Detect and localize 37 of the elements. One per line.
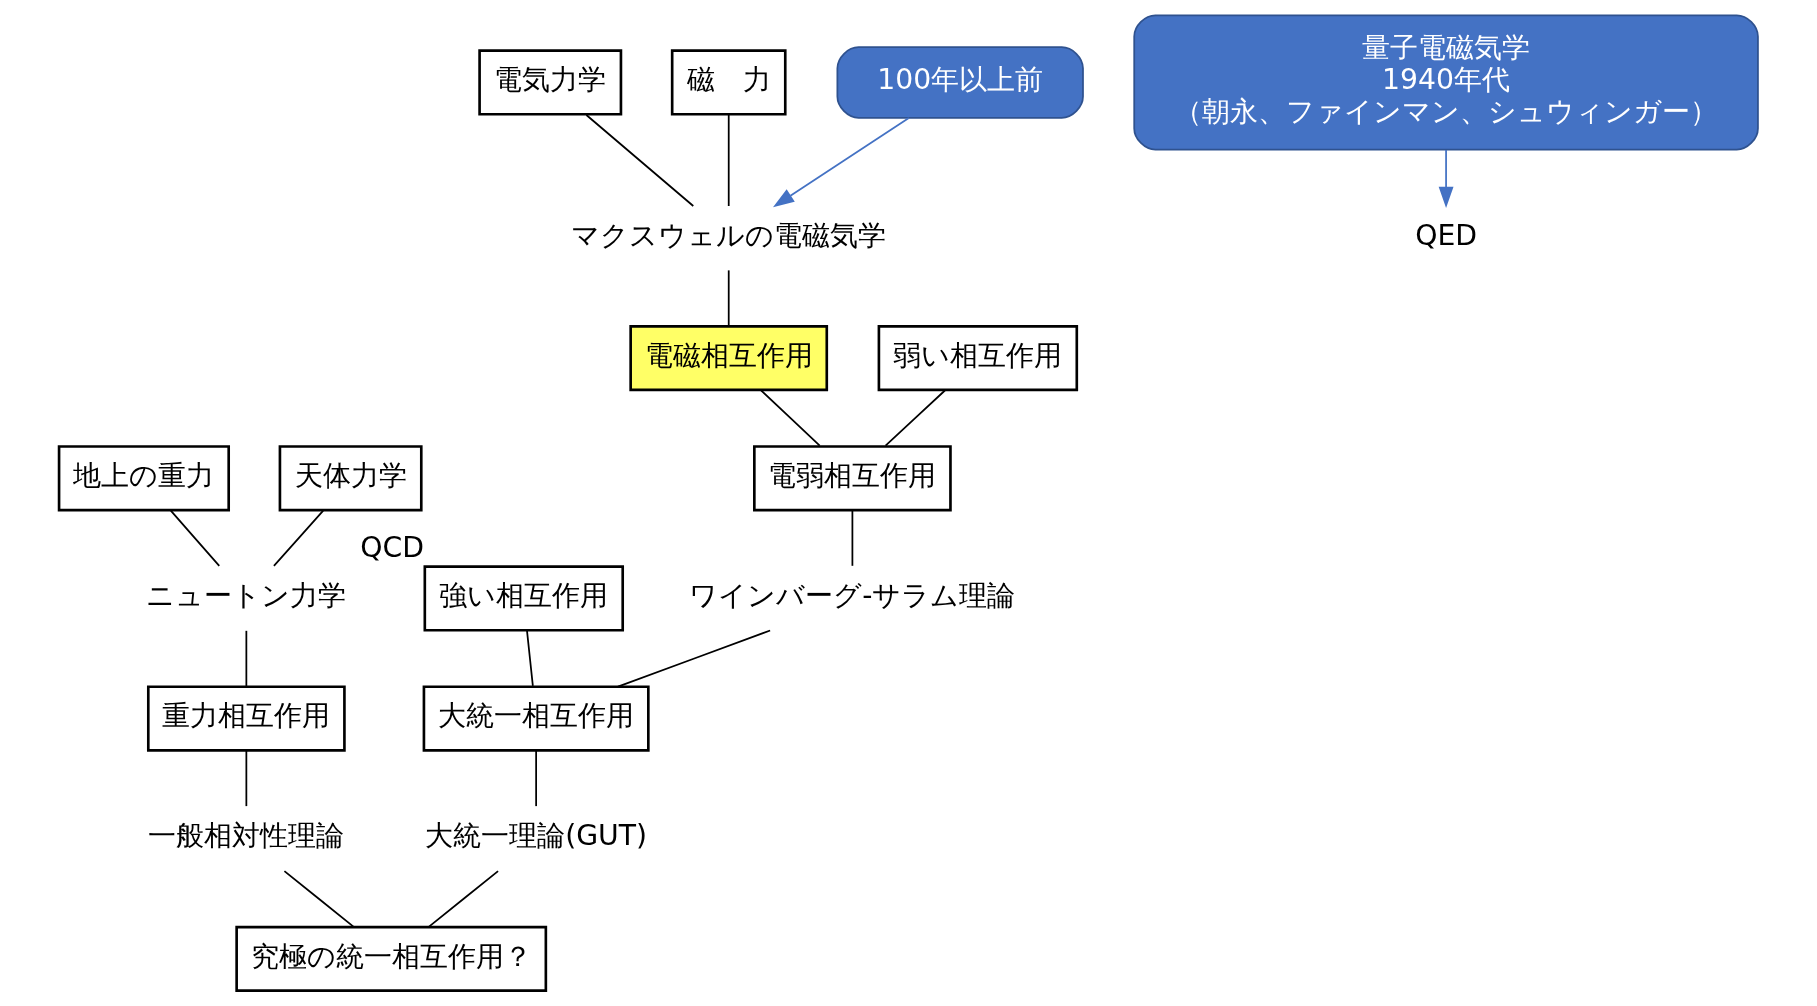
node-box: 大統一相互作用 (422, 685, 650, 752)
node-label: QCD (360, 531, 424, 565)
connector (851, 509, 854, 567)
node-box: 究極の統一相互作用？ (235, 925, 548, 992)
node-box: 地上の重力 (57, 445, 230, 512)
connector (526, 629, 534, 687)
node-box: 量子電磁気学 1940年代 （朝永、ファインマン、シュウィンガー） (1133, 14, 1759, 151)
connector (283, 870, 355, 928)
node-box: 強い相互作用 (423, 565, 625, 632)
connector (617, 629, 771, 688)
node-box: 重力相互作用 (146, 685, 346, 752)
connector (428, 870, 499, 928)
node-box: 電磁相互作用 (629, 325, 829, 392)
node-box: 100年以上前 (836, 46, 1084, 119)
node-box: 磁 力 (670, 49, 787, 116)
arrow (1438, 149, 1454, 209)
node-box: 電弱相互作用 (753, 445, 952, 512)
connector (727, 114, 730, 207)
connector (884, 389, 946, 447)
arrow (772, 117, 910, 208)
node-box: 天体力学 (278, 445, 423, 512)
node-text: ワインバーグ-サラム理論 (689, 579, 1016, 613)
node-text: 大統一理論(GUT) (425, 819, 648, 853)
connector (535, 750, 537, 807)
connector (169, 509, 221, 567)
connector (585, 114, 695, 207)
connector (727, 269, 730, 327)
node-text: QED (1415, 218, 1478, 252)
connector (245, 750, 248, 807)
connector (245, 629, 248, 687)
node-box: 電気力学 (478, 49, 623, 116)
connector (760, 389, 821, 447)
connector (273, 509, 325, 567)
node-text: ニュートン力学 (146, 579, 347, 613)
node-box: 弱い相互作用 (877, 325, 1079, 392)
node-text: 一般相対性理論 (148, 819, 345, 853)
node-text: マクスウェルの電磁気学 (571, 218, 887, 252)
